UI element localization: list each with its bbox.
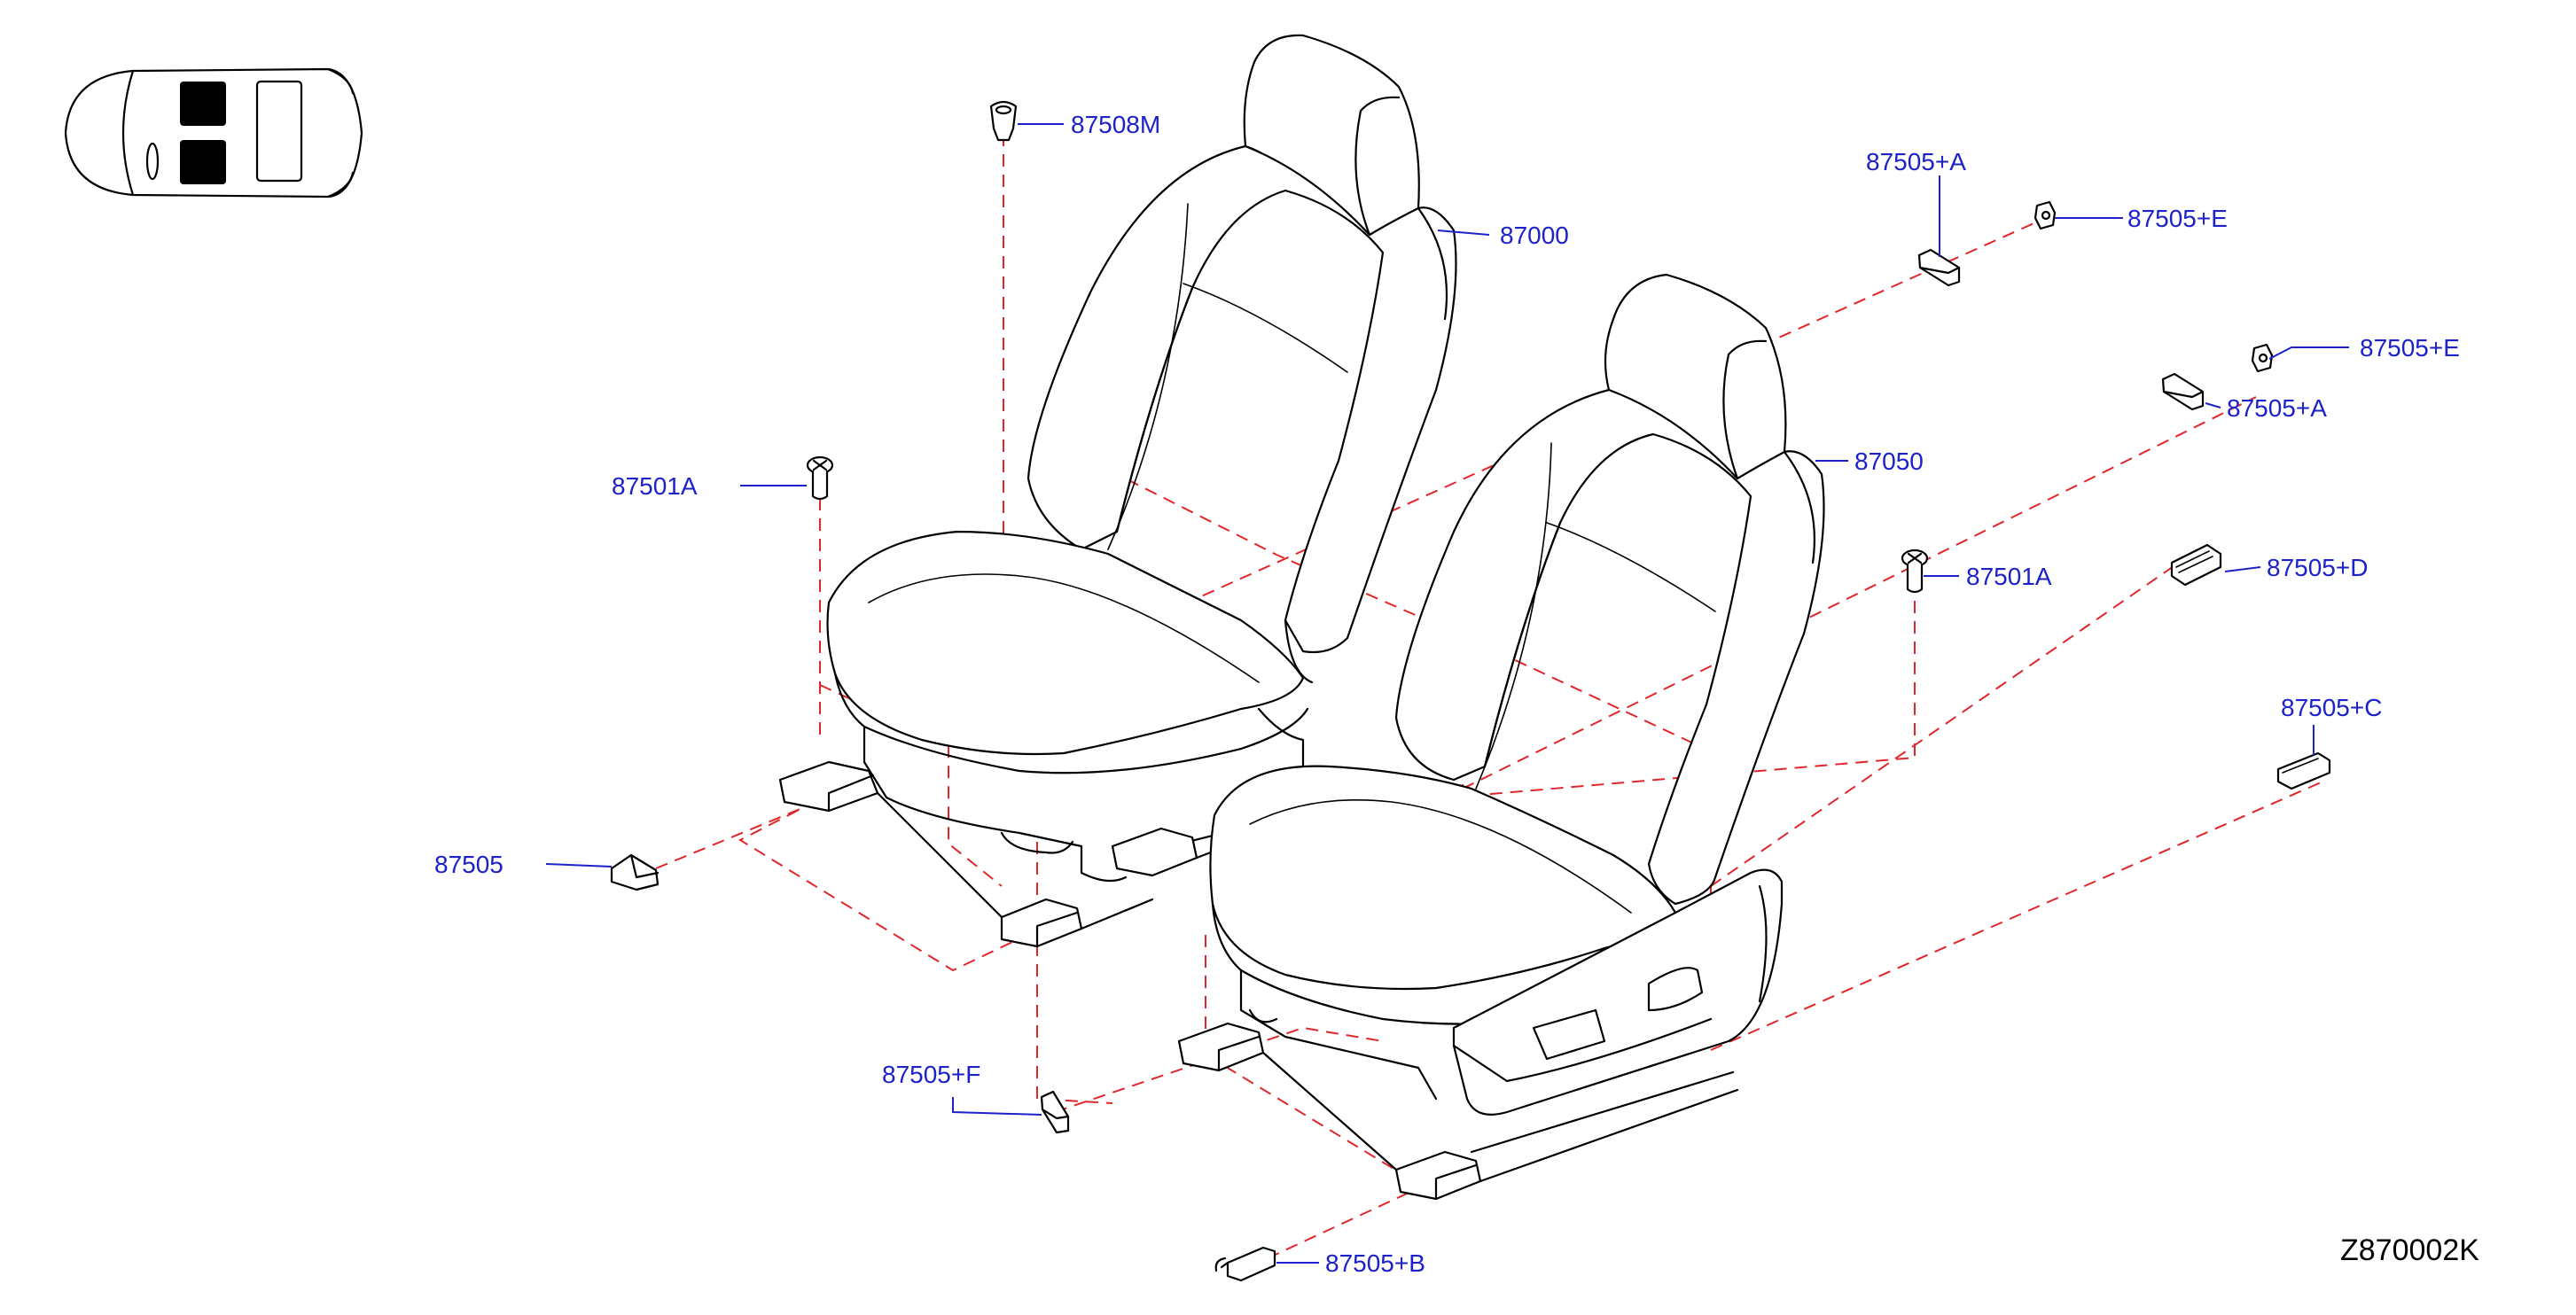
bolt-87501a-right-icon (1901, 549, 1929, 594)
seat-87000-illustration (778, 34, 1457, 948)
bolt-87501a-left-icon (806, 455, 834, 501)
label-87505e-top: 87505+E (2127, 205, 2228, 232)
drawing-code: Z870002K (2340, 1233, 2479, 1267)
cover-87505a-top-icon (1917, 248, 1961, 287)
label-87505f: 87505+F (882, 1061, 980, 1088)
part-labels: 87508M 87000 87050 87501A 87501A 87505 8… (434, 111, 2479, 1277)
vehicle-locator-icon (64, 67, 363, 198)
label-87505: 87505 (434, 851, 503, 878)
label-87050: 87050 (1854, 447, 1924, 475)
cover-87505e-right-icon (2251, 343, 2274, 373)
label-87505b: 87505+B (1325, 1249, 1425, 1277)
leader-lines (545, 123, 2349, 1264)
cover-87505e-top-icon (2033, 200, 2057, 230)
label-87501a-right: 87501A (1966, 563, 2052, 590)
cover-87505b-icon (1214, 1246, 1276, 1282)
cover-87505-icon (610, 853, 660, 891)
label-87505c: 87505+C (2281, 694, 2382, 721)
cover-87505d-icon (2170, 543, 2222, 587)
label-87505a-right: 87505+A (2227, 394, 2327, 422)
label-87508m: 87508M (1071, 111, 1160, 138)
cover-87505c-icon (2276, 751, 2331, 790)
label-87505d: 87505+D (2267, 554, 2368, 581)
seat-highlight-front-left-icon (180, 140, 226, 184)
cover-87505f-icon (1040, 1090, 1070, 1134)
small-parts (610, 100, 2331, 1282)
clip-87508m-icon (989, 100, 1018, 142)
label-87501a-left: 87501A (612, 472, 698, 500)
label-87505e-right: 87505+E (2360, 334, 2460, 362)
seat-highlight-front-right-icon (180, 82, 226, 126)
cover-87505a-right-icon (2161, 372, 2205, 411)
seat-87050-illustration (1177, 273, 1825, 1201)
label-87505a-top: 87505+A (1866, 148, 1966, 175)
label-87000: 87000 (1500, 222, 1569, 249)
